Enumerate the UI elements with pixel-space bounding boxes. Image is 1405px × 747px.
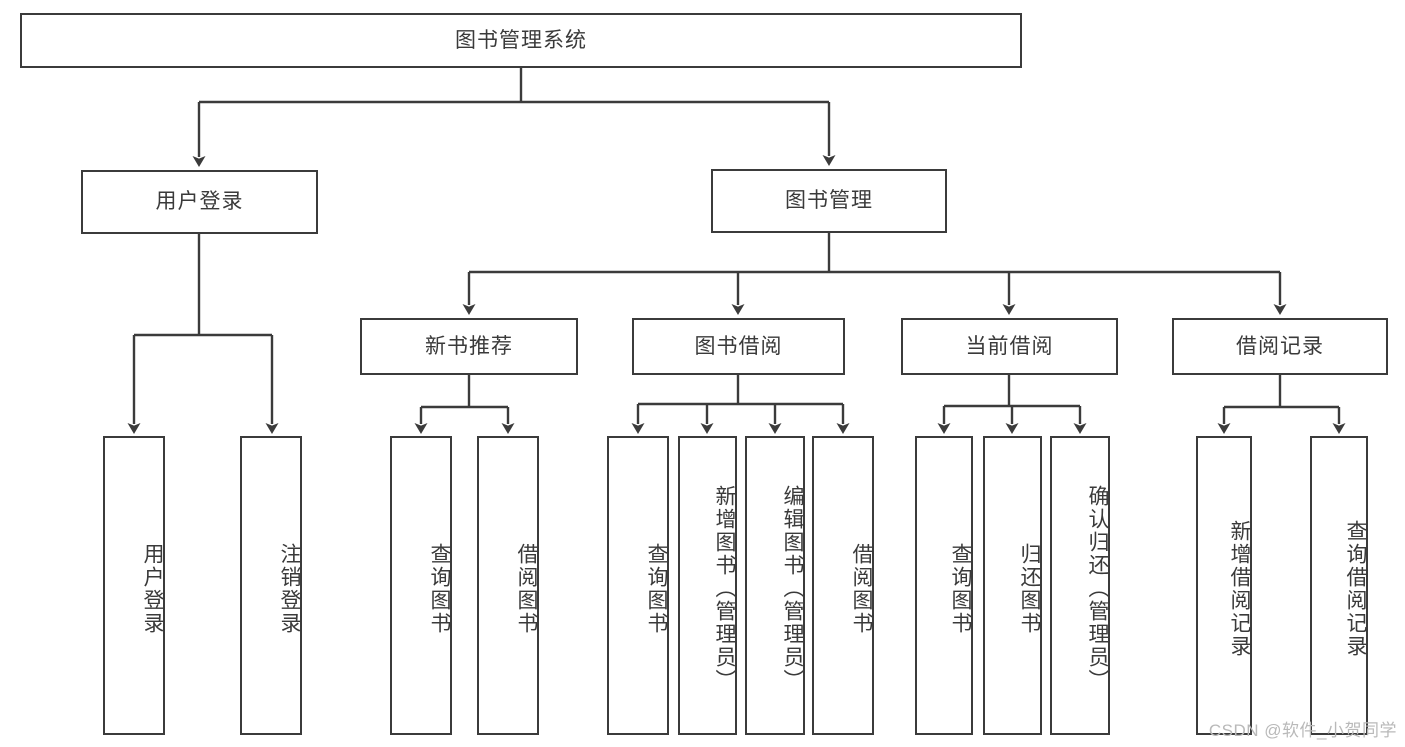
leaf-add-book-admin[interactable]: 新增图书（管理员） <box>678 436 737 735</box>
connector-root-to-level1 <box>192 68 836 167</box>
connector-newbook-to-leaves <box>414 375 515 434</box>
leaf-return-book[interactable]: 归还图书 <box>983 436 1042 735</box>
leaf-confirm-return-admin[interactable]: 确认归还（管理员） <box>1050 436 1110 735</box>
leaf-query-book-borrow[interactable]: 查询图书 <box>607 436 669 735</box>
csdn-watermark: CSDN @软件_小贺同学 <box>1208 721 1397 740</box>
leaf-user-logout[interactable]: 注销登录 <box>240 436 302 735</box>
connector-bookborrow-to-leaves <box>631 375 850 434</box>
node-root-system[interactable]: 图书管理系统 <box>20 13 1022 68</box>
node-user-login[interactable]: 用户登录 <box>81 170 318 234</box>
leaf-query-book-current[interactable]: 查询图书 <box>915 436 973 735</box>
connector-borrowrecord-to-leaves <box>1217 375 1346 434</box>
connector-currentborrow-to-leaves <box>937 375 1087 434</box>
connector-userlogin-to-leaves <box>127 234 279 434</box>
node-current-borrow[interactable]: 当前借阅 <box>901 318 1118 375</box>
leaf-borrow-book-borrow[interactable]: 借阅图书 <box>812 436 874 735</box>
leaf-query-book-recommend[interactable]: 查询图书 <box>390 436 452 735</box>
leaf-borrow-book-recommend[interactable]: 借阅图书 <box>477 436 539 735</box>
leaf-user-login[interactable]: 用户登录 <box>103 436 165 735</box>
node-book-borrow[interactable]: 图书借阅 <box>632 318 845 375</box>
node-new-book-recommend[interactable]: 新书推荐 <box>360 318 578 375</box>
leaf-edit-book-admin[interactable]: 编辑图书（管理员） <box>745 436 805 735</box>
leaf-add-borrow-record[interactable]: 新增借阅记录 <box>1196 436 1252 735</box>
node-book-management[interactable]: 图书管理 <box>711 169 947 233</box>
node-borrow-record[interactable]: 借阅记录 <box>1172 318 1388 375</box>
connector-bookmanage-to-level2 <box>462 233 1287 315</box>
leaf-query-borrow-record[interactable]: 查询借阅记录 <box>1310 436 1368 735</box>
